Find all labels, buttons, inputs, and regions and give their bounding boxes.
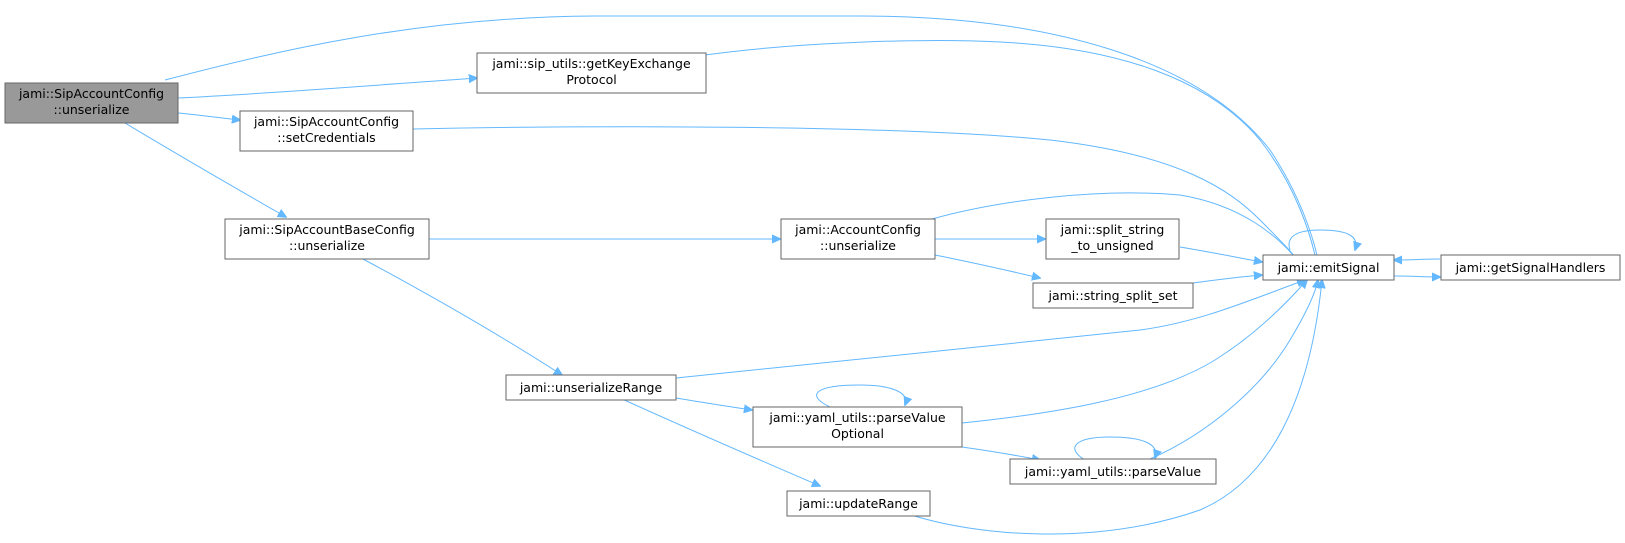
node-setcredentials[interactable]: jami::SipAccountConfig ::setCredentials	[239, 110, 414, 152]
node-split-set-line1: jami::string_split_set	[1048, 288, 1178, 303]
edge-unserializerange-to-parsevalueoptional	[675, 397, 752, 410]
edges	[124, 15, 1441, 535]
edge-acc-unserialize-to-emitsignal	[931, 192, 1305, 270]
edge-split-set-to-emitsignal	[1192, 275, 1262, 284]
node-parsevalueoptional[interactable]: jami::yaml_utils::parseValue Optional	[752, 406, 963, 448]
edge-parsevalue-to-emitsignal	[1149, 280, 1318, 460]
node-acc-unserialize-line2: ::unserialize	[820, 238, 896, 253]
edge-unserializerange-to-updaterange	[619, 397, 820, 486]
edge-acc-unserialize-to-split-set	[934, 254, 1040, 278]
node-emitsignal-line1: jami::emitSignal	[1277, 260, 1380, 275]
edge-parsevalue-self-loop	[1074, 436, 1156, 461]
edge-parsevalueoptional-to-emitsignal	[961, 280, 1307, 424]
edge-unserializerange-to-emitsignal	[675, 280, 1305, 379]
node-split-set[interactable]: jami::string_split_set	[1032, 282, 1194, 309]
edge-emitsignal-self-loop	[1288, 229, 1356, 250]
node-split-unsigned-line2: _to_unsigned	[1070, 238, 1153, 253]
edge-sip-unserialize-to-emitsignal	[164, 15, 1320, 270]
node-setcredentials-line1: jami::SipAccountConfig	[253, 114, 399, 129]
edge-base-unserialize-to-unserializerange	[362, 258, 562, 375]
node-getkeyexchange-line2: Protocol	[566, 72, 616, 87]
edge-sip-unserialize-to-setcredentials	[177, 112, 240, 120]
node-unserializerange[interactable]: jami::unserializeRange	[505, 374, 677, 401]
node-sip-unserialize-line1: jami::SipAccountConfig	[18, 86, 164, 101]
node-parsevalue[interactable]: jami::yaml_utils::parseValue	[1009, 458, 1217, 485]
node-setcredentials-line2: ::setCredentials	[277, 130, 375, 145]
edge-split-unsigned-to-emitsignal	[1179, 246, 1262, 262]
node-parsevalueoptional-line2: Optional	[831, 426, 884, 441]
edge-getsignalhandlers-to-emitsignal	[1394, 259, 1441, 260]
node-base-unserialize-line1: jami::SipAccountBaseConfig	[238, 222, 415, 237]
edge-emitsignal-to-getsignalhandlers	[1393, 276, 1440, 277]
edge-setcredentials-to-emitsignal	[412, 126, 1305, 270]
node-base-unserialize[interactable]: jami::SipAccountBaseConfig ::unserialize	[224, 218, 430, 260]
node-parsevalue-line1: jami::yaml_utils::parseValue	[1024, 464, 1201, 479]
edge-parsevalueoptional-self-loop	[816, 384, 906, 408]
node-sip-unserialize[interactable]: jami::SipAccountConfig ::unserialize	[4, 82, 179, 124]
node-getsignalhandlers-line1: jami::getSignalHandlers	[1455, 260, 1606, 275]
node-updaterange-line1: jami::updateRange	[798, 496, 918, 511]
node-sip-unserialize-line2: ::unserialize	[54, 102, 130, 117]
node-unserializerange-line1: jami::unserializeRange	[519, 380, 663, 395]
node-split-unsigned-line1: jami::split_string	[1060, 222, 1165, 237]
node-acc-unserialize-line1: jami::AccountConfig	[794, 222, 921, 237]
node-acc-unserialize[interactable]: jami::AccountConfig ::unserialize	[780, 218, 936, 260]
node-emitsignal[interactable]: jami::emitSignal	[1262, 254, 1395, 281]
node-base-unserialize-line2: ::unserialize	[289, 238, 365, 253]
node-getkeyexchange[interactable]: jami::sip_utils::getKeyExchange Protocol	[476, 52, 707, 94]
node-split-unsigned[interactable]: jami::split_string _to_unsigned	[1045, 218, 1180, 260]
node-updaterange[interactable]: jami::updateRange	[786, 490, 931, 517]
node-getsignalhandlers[interactable]: jami::getSignalHandlers	[1440, 254, 1621, 281]
edge-parsevalueoptional-to-parsevalue	[961, 446, 1040, 460]
edge-sip-unserialize-to-base-unserialize	[124, 122, 286, 217]
node-getkeyexchange-line1: jami::sip_utils::getKeyExchange	[491, 56, 691, 71]
edge-sip-unserialize-to-getkeyexchange	[177, 78, 477, 99]
node-parsevalueoptional-line1: jami::yaml_utils::parseValue	[768, 410, 945, 425]
edge-updaterange-to-emitsignal	[904, 280, 1322, 535]
edge-getkeyexchange-to-emitsignal	[704, 40, 1318, 270]
